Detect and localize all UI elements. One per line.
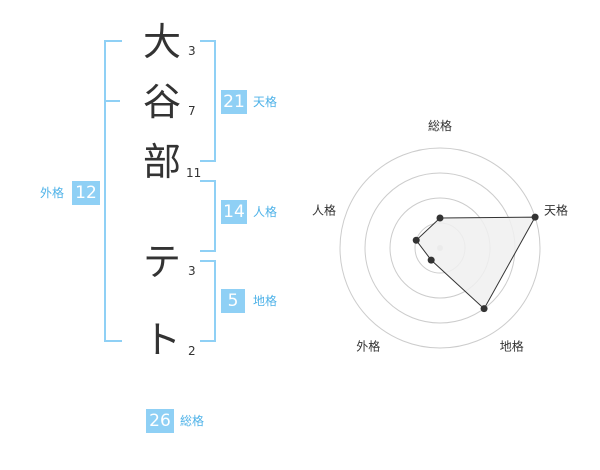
stroke-count-3: 11 bbox=[186, 166, 202, 180]
radar-point-4 bbox=[427, 256, 435, 264]
radar-point-1 bbox=[436, 214, 444, 222]
radar-axis-label: 地格 bbox=[500, 339, 524, 354]
gaikaku-value: 12 bbox=[72, 181, 100, 205]
radar-point-2 bbox=[531, 213, 539, 221]
chikaku-label: 地格 bbox=[253, 294, 278, 308]
radar-axis-label: 外格 bbox=[356, 339, 380, 354]
chikaku-value: 5 bbox=[221, 289, 245, 313]
soukaku-value: 26 bbox=[146, 409, 174, 433]
tenkaku-bracket bbox=[200, 40, 216, 162]
name-char-2: 谷 bbox=[142, 80, 181, 124]
name-char-4: テ bbox=[142, 240, 181, 284]
name-char-3: 部 bbox=[142, 140, 181, 184]
gaikaku-bracket bbox=[104, 40, 122, 342]
radar-polygon bbox=[415, 216, 536, 310]
soukaku-label: 総格 bbox=[180, 414, 205, 428]
tenkaku-value: 21 bbox=[221, 90, 247, 114]
gaikaku-bracket-inner bbox=[104, 100, 120, 102]
name-char-1: 大 bbox=[142, 20, 181, 64]
radar-point-5 bbox=[412, 236, 420, 244]
stroke-count-1: 3 bbox=[188, 44, 196, 58]
radar-axis-label: 総格 bbox=[428, 118, 452, 133]
jinkaku-label: 人格 bbox=[253, 205, 278, 219]
stroke-count-5: 2 bbox=[188, 344, 196, 358]
radar-point-3 bbox=[480, 305, 488, 313]
stroke-count-4: 3 bbox=[188, 264, 196, 278]
jinkaku-bracket bbox=[200, 180, 216, 252]
radar-axis-label: 天格 bbox=[544, 202, 568, 217]
tenkaku-label: 天格 bbox=[253, 95, 278, 109]
name-char-5: ト bbox=[142, 318, 181, 362]
chikaku-bracket bbox=[200, 260, 216, 342]
stroke-count-2: 7 bbox=[188, 104, 196, 118]
radar-ring bbox=[339, 147, 541, 349]
radar-axis-label: 人格 bbox=[312, 202, 336, 217]
jinkaku-value: 14 bbox=[221, 200, 247, 224]
gaikaku-label: 外格 bbox=[40, 186, 65, 200]
